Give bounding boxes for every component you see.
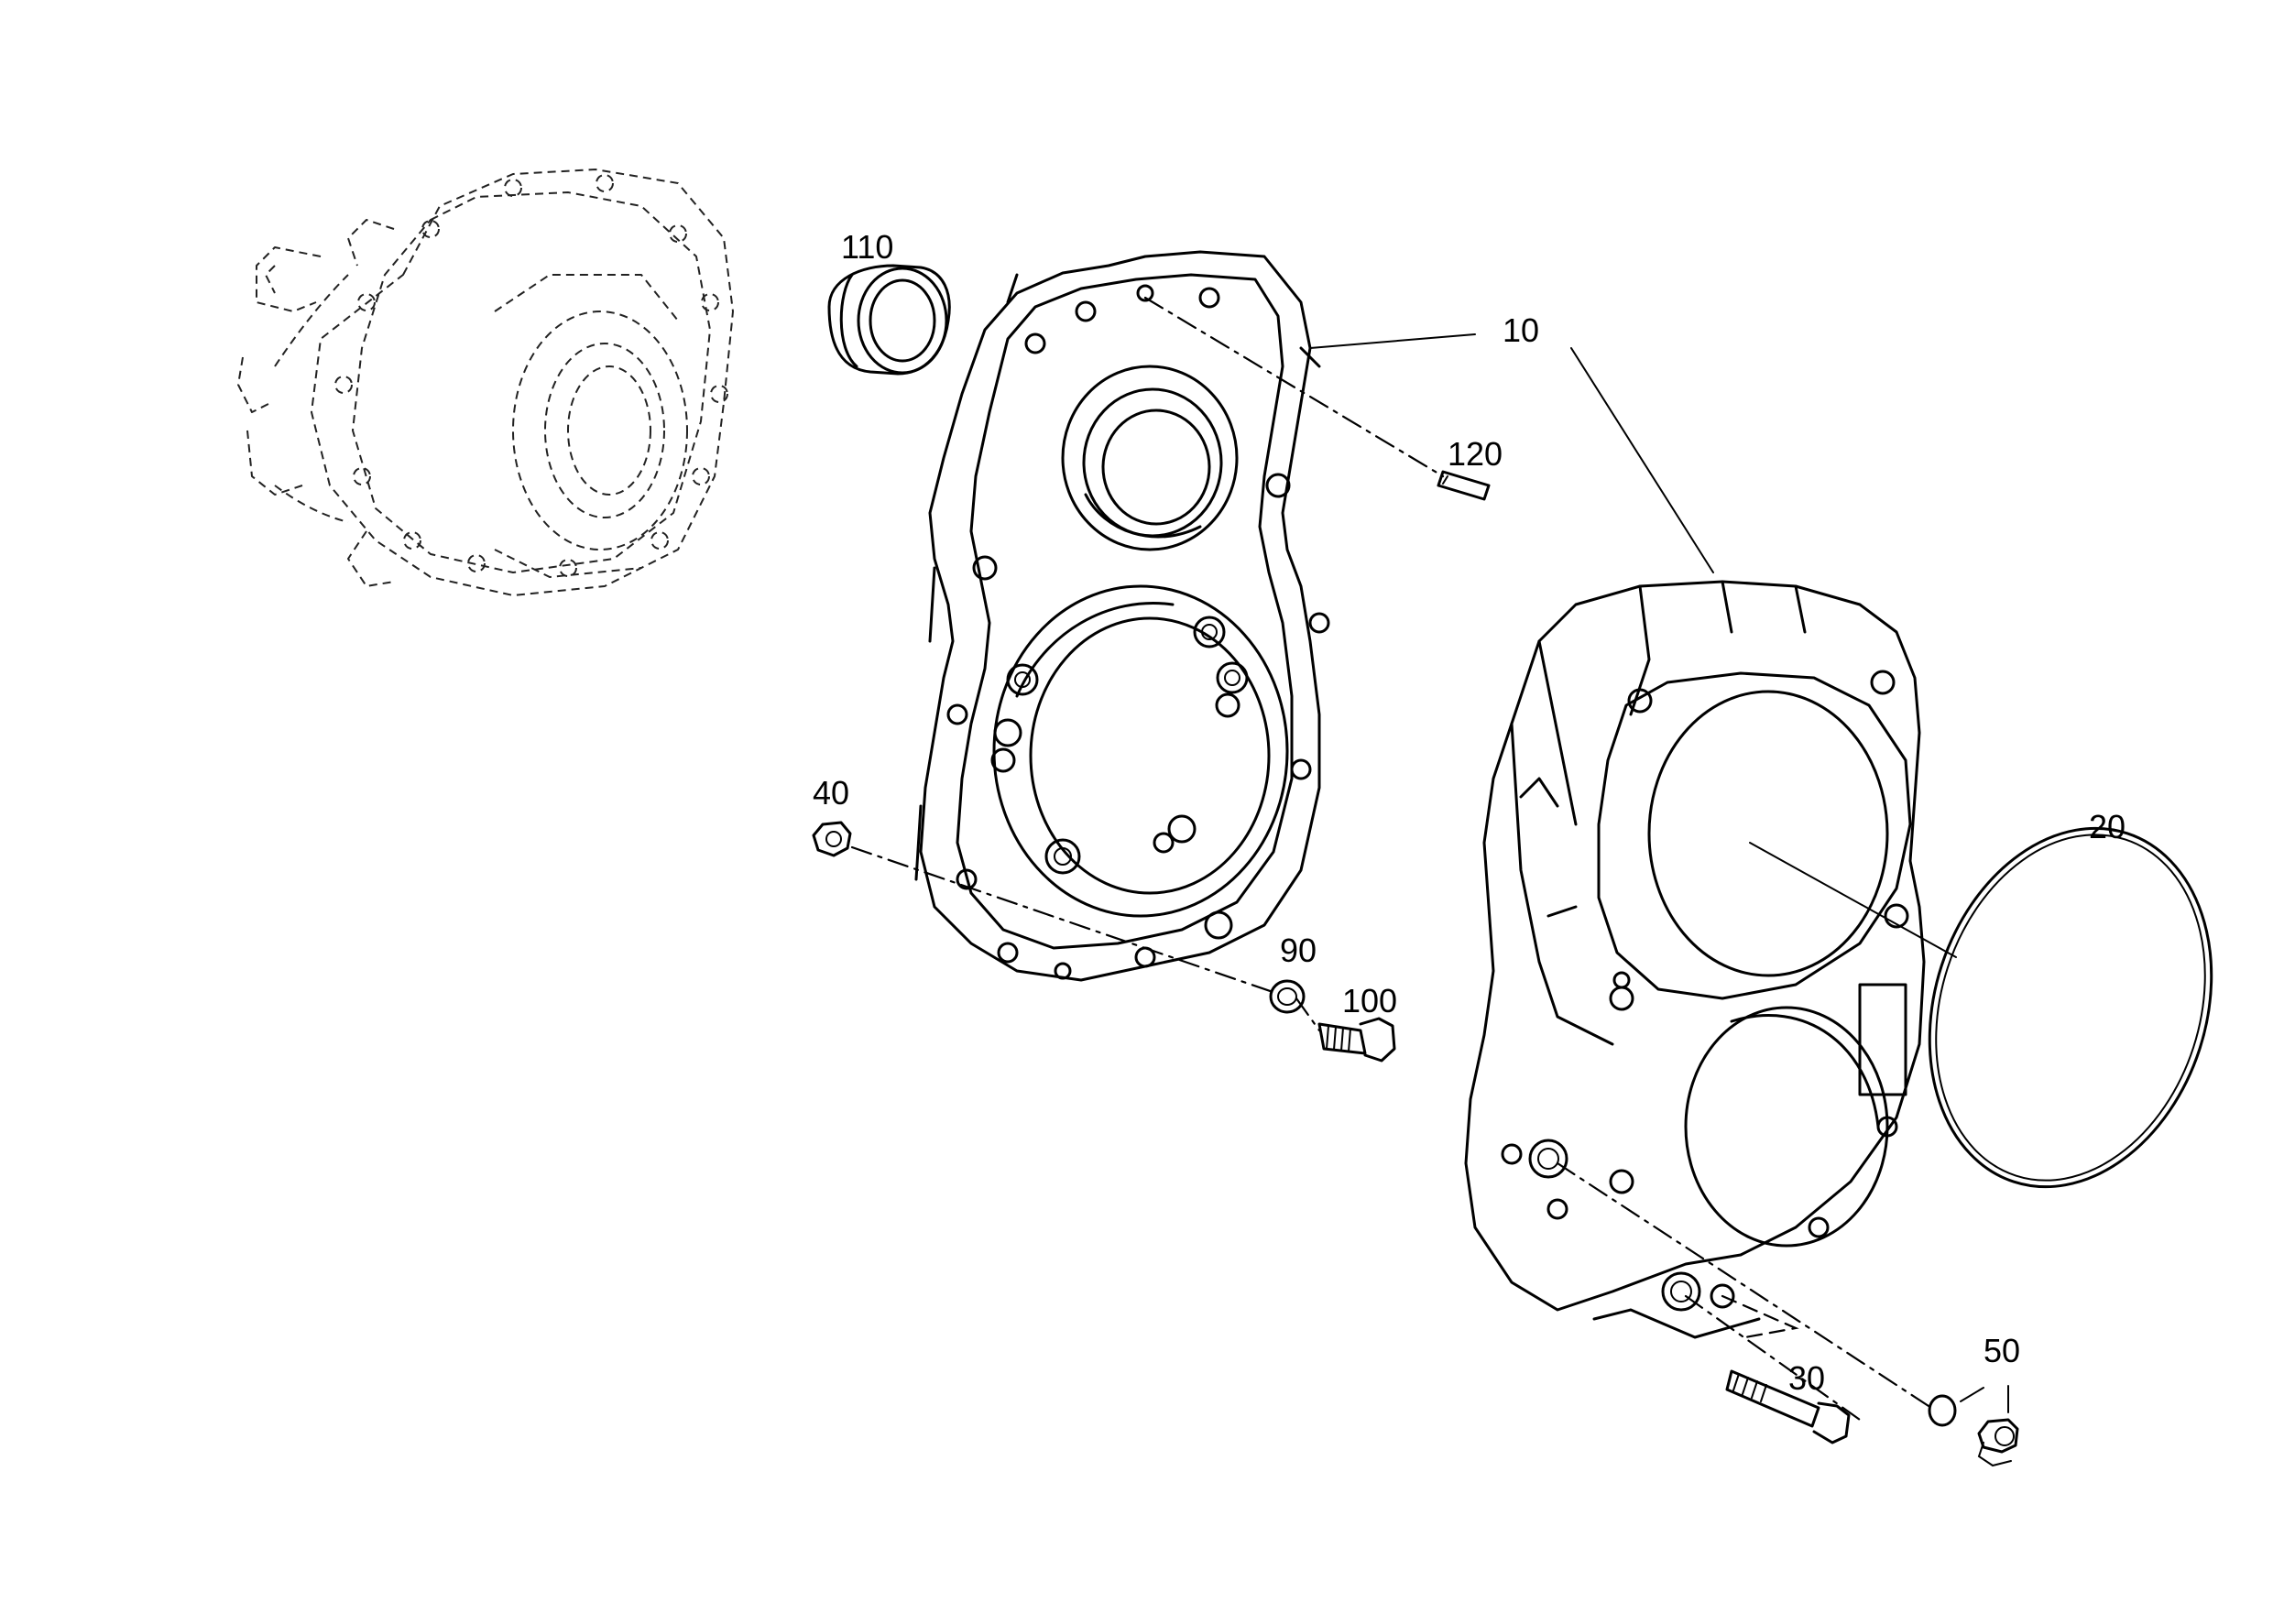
callout-110: 110: [841, 228, 893, 266]
callout-120: 120: [1448, 435, 1503, 473]
seal-ring-part-110: [827, 264, 951, 376]
screw-plug-part-100: [1317, 1017, 1396, 1063]
gearbox-housing-part-10-rear: [1464, 580, 1926, 1339]
pin-part-120: [1437, 470, 1491, 501]
callout-30: 30: [1788, 1359, 1825, 1397]
o-ring-and-plug-part-50: [1928, 1394, 2019, 1467]
callouts: 110 10 120 40 90 100 20 30 50: [813, 228, 2126, 1397]
reference-housing: [237, 169, 734, 596]
washer-part-90: [1269, 979, 1306, 1014]
nut-part-40: [812, 821, 852, 857]
callout-10: 10: [1503, 311, 1539, 349]
callout-20: 20: [2089, 808, 2126, 845]
leader-lines: [850, 296, 2009, 1422]
o-ring-part-20: [1928, 826, 2213, 1189]
gearbox-cover-part-10-front: [914, 250, 1330, 982]
bolt-part-30: [1725, 1369, 1851, 1444]
callout-90: 90: [1280, 932, 1317, 969]
callout-100: 100: [1342, 982, 1397, 1019]
callout-40: 40: [813, 774, 849, 812]
callout-50: 50: [1984, 1332, 2020, 1369]
